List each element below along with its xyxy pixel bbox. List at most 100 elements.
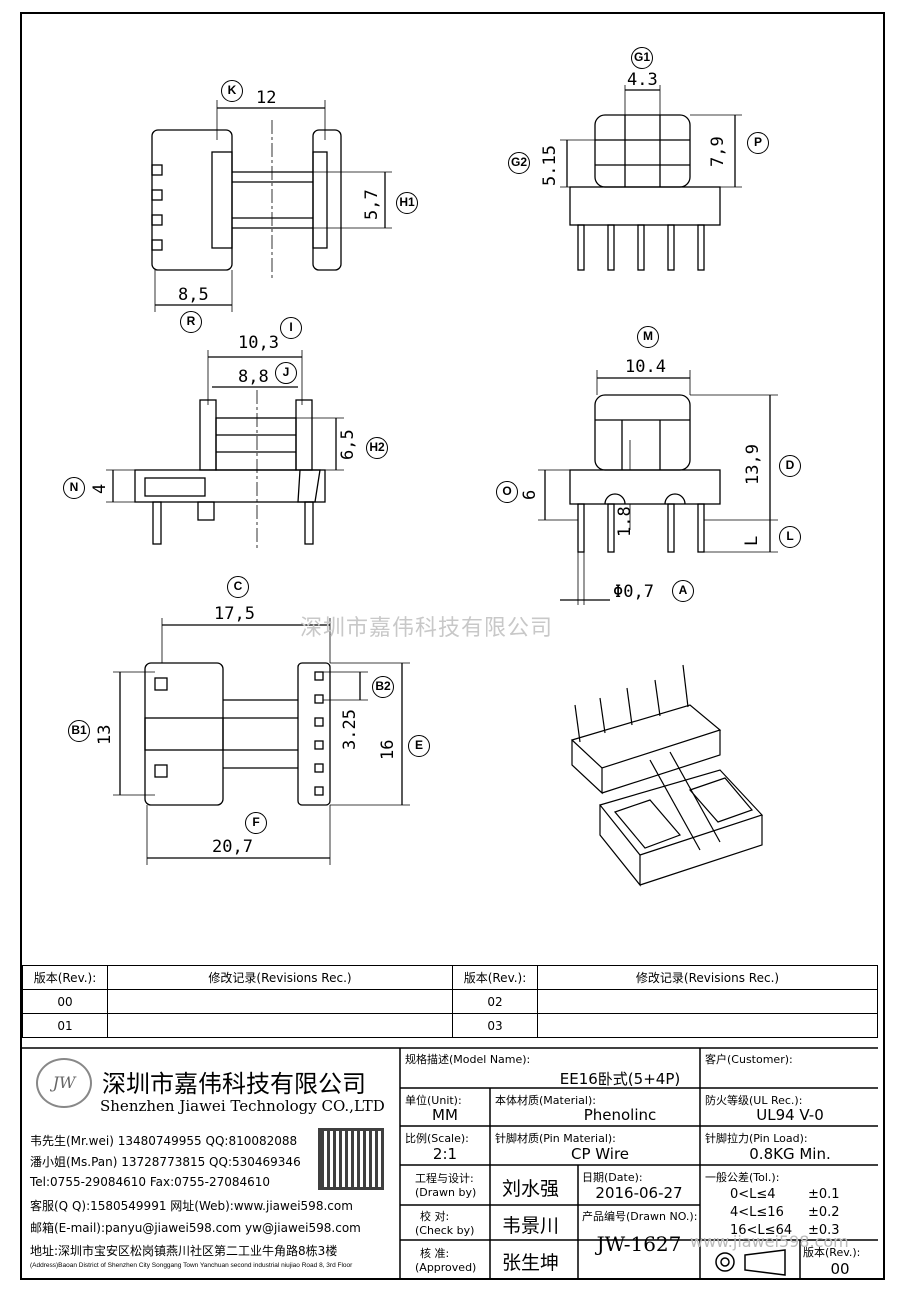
side-view-top-left bbox=[151, 100, 392, 312]
company-name-cn: 深圳市嘉伟科技有限公司 bbox=[102, 1070, 366, 1098]
dim-16: 16 bbox=[378, 739, 398, 760]
isometric-view bbox=[570, 664, 764, 887]
bubble-D: D bbox=[779, 455, 801, 477]
rec-cell bbox=[537, 989, 878, 1014]
contact-tel-fax: Tel:0755-29084610 Fax:0755-27084610 bbox=[30, 1175, 271, 1189]
drawn-no-label: 产品编号(Drawn NO.): bbox=[582, 1210, 698, 1223]
dim-20-7: 20,7 bbox=[212, 837, 253, 857]
revision-header-row: 版本(Rev.): 修改记录(Revisions Rec.) 版本(Rev.):… bbox=[22, 965, 878, 990]
front-view-top-right bbox=[560, 85, 742, 271]
dim-8-8: 8,8 bbox=[238, 367, 269, 387]
dim-8-5: 8,5 bbox=[178, 285, 209, 305]
rev-label: 版本(Rev.): bbox=[803, 1246, 861, 1259]
bubble-B1: B1 bbox=[68, 720, 90, 742]
rev-value: 00 bbox=[830, 1260, 850, 1278]
dim-4-3: 4.3 bbox=[627, 70, 658, 90]
dim-6: 6 bbox=[520, 489, 540, 500]
approved-value: 张生坤 bbox=[502, 1252, 560, 1274]
date-value: 2016-06-27 bbox=[595, 1184, 683, 1202]
dim-7-9: 7,9 bbox=[708, 136, 728, 167]
contact-email: 邮箱(E-mail):panyu@jiawei598.com yw@jiawei… bbox=[30, 1221, 361, 1235]
pin-material-value: CP Wire bbox=[570, 1145, 630, 1163]
revision-table: 版本(Rev.): 修改记录(Revisions Rec.) 版本(Rev.):… bbox=[22, 965, 878, 1038]
rev-cell: 01 bbox=[22, 1013, 108, 1038]
tol-range-3: 16<L≤64 bbox=[730, 1223, 793, 1238]
dim-4: 4 bbox=[90, 483, 110, 494]
contact-qq-web: 客服(Q Q):1580549991 网址(Web):www.jiawei598… bbox=[30, 1199, 353, 1213]
bubble-H1: H1 bbox=[396, 192, 418, 214]
material-value: Phenolinc bbox=[583, 1106, 657, 1124]
dim-10-4: 10.4 bbox=[625, 357, 666, 377]
approved-label-en: (Approved) bbox=[415, 1261, 477, 1274]
rec-header: 修改记录(Revisions Rec.) bbox=[107, 965, 453, 990]
drawn-no-value: JW-1627 bbox=[596, 1232, 682, 1256]
pin-load-value: 0.8KG Min. bbox=[749, 1145, 831, 1163]
title-block-grid bbox=[22, 1047, 878, 1278]
dim-1-8: 1.8 bbox=[615, 506, 635, 537]
check-by-value: 韦景川 bbox=[502, 1215, 560, 1237]
material-label: 本体材质(Material): bbox=[495, 1094, 596, 1107]
model-label: 规格描述(Model Name): bbox=[405, 1053, 531, 1066]
dim-10-3: 10,3 bbox=[238, 333, 279, 353]
bubble-O: O bbox=[496, 481, 518, 503]
unit-label: 单位(Unit): bbox=[405, 1094, 462, 1107]
dim-3-25: 3.25 bbox=[340, 709, 360, 750]
contact-pan: 潘小姐(Ms.Pan) 13728773815 QQ:530469346 bbox=[30, 1155, 301, 1169]
rev-header: 版本(Rev.): bbox=[22, 965, 108, 990]
dim-L: L bbox=[742, 535, 762, 546]
front-view-middle-right bbox=[538, 370, 778, 605]
revision-row: 00 02 bbox=[22, 989, 878, 1014]
ul-label: 防火等级(UL Rec.): bbox=[705, 1094, 803, 1107]
bubble-P: P bbox=[747, 132, 769, 154]
check-by-label-en: (Check by) bbox=[415, 1224, 475, 1237]
dim-12: 12 bbox=[256, 88, 277, 108]
rev-cell: 03 bbox=[452, 1013, 538, 1038]
company-name-en: Shenzhen Jiawei Technology CO.,LTD bbox=[100, 1097, 385, 1115]
date-label: 日期(Date): bbox=[582, 1171, 643, 1184]
rec-cell bbox=[107, 989, 453, 1014]
customer-label: 客户(Customer): bbox=[705, 1053, 793, 1066]
scale-value: 2:1 bbox=[432, 1145, 458, 1163]
tol-range-2: 4<L≤16 bbox=[730, 1205, 784, 1220]
drawn-by-value: 刘水强 bbox=[502, 1178, 560, 1200]
bubble-B2: B2 bbox=[372, 676, 394, 698]
bubble-A: A bbox=[672, 580, 694, 602]
bottom-view-lower-left bbox=[113, 618, 410, 865]
revision-row: 01 03 bbox=[22, 1013, 878, 1038]
drawn-by-label-en: (Drawn by) bbox=[415, 1186, 477, 1199]
tol-value-2: ±0.2 bbox=[808, 1205, 840, 1220]
bubble-E: E bbox=[408, 735, 430, 757]
company-logo: JW bbox=[36, 1058, 92, 1108]
tolerance-label: 一般公差(Tol.): bbox=[705, 1171, 780, 1184]
drawing-frame bbox=[20, 12, 885, 1280]
bubble-C: C bbox=[227, 576, 249, 598]
bubble-I: I bbox=[280, 317, 302, 339]
watermark: 深圳市嘉伟科技有限公司 bbox=[300, 616, 554, 641]
rec-cell bbox=[107, 1013, 453, 1038]
bubble-M: M bbox=[637, 326, 659, 348]
rec-header-2: 修改记录(Revisions Rec.) bbox=[537, 965, 878, 990]
bubble-F: F bbox=[245, 812, 267, 834]
contact-wei: 韦先生(Mr.wei) 13480749955 QQ:810082088 bbox=[30, 1134, 298, 1148]
tol-range-1: 0<L≤4 bbox=[730, 1187, 776, 1202]
tol-value-1: ±0.1 bbox=[808, 1187, 840, 1202]
logo-text: JW bbox=[52, 1073, 76, 1092]
bubble-H2: H2 bbox=[366, 437, 388, 459]
bubble-G1: G1 bbox=[631, 47, 653, 69]
pin-material-label: 针脚材质(Pin Material): bbox=[495, 1132, 616, 1145]
bubble-R: R bbox=[180, 311, 202, 333]
model-value: EE16卧式(5+4P) bbox=[559, 1070, 681, 1088]
bubble-J: J bbox=[275, 362, 297, 384]
ul-value: UL94 V-0 bbox=[756, 1106, 824, 1124]
contact-address-en: (Address)Baoan District of Shenzhen City… bbox=[30, 1262, 353, 1269]
bubble-L: L bbox=[779, 526, 801, 548]
dim-5-15: 5.15 bbox=[540, 145, 560, 186]
dim-phi-0-7: Φ0,7 bbox=[613, 582, 654, 602]
unit-value: MM bbox=[432, 1106, 458, 1124]
check-by-label-cn: 校 对: bbox=[420, 1210, 450, 1223]
web-watermark: www.jiawei598.com bbox=[690, 1232, 849, 1251]
rev-cell: 00 bbox=[22, 989, 108, 1014]
dim-17-5: 17,5 bbox=[214, 604, 255, 624]
bubble-K: K bbox=[221, 80, 243, 102]
